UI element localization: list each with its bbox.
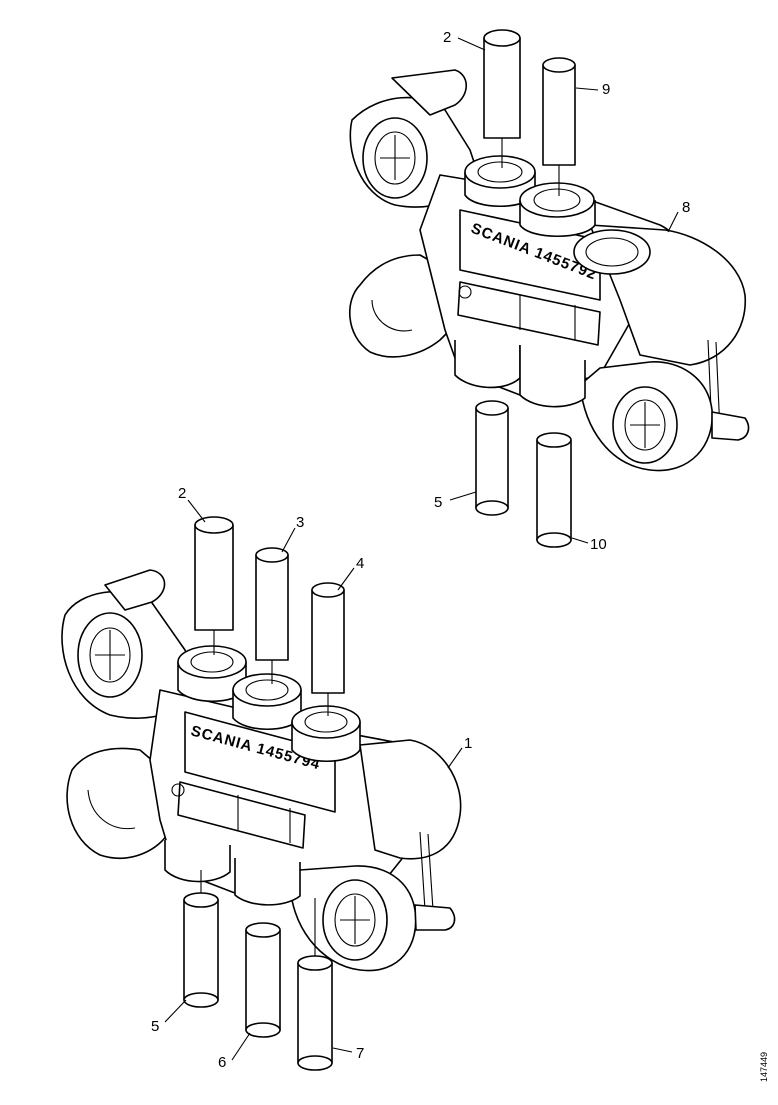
upper-pipe-10 (536, 432, 572, 548)
callout-lower-7: 7 (356, 1045, 364, 1062)
callout-upper-10: 10 (590, 536, 607, 553)
lower-pipe-6 (245, 922, 281, 1038)
callout-lower-3: 3 (296, 514, 304, 531)
upper-coupling-1 (464, 155, 536, 208)
lower-coupling-3 (291, 705, 361, 763)
lower-pipe-5 (183, 870, 219, 1008)
callout-lower-6: 6 (218, 1054, 226, 1071)
upper-valve-assembly: SCANIA 1455792 (349, 29, 750, 553)
upper-coupling-2 (519, 182, 596, 238)
upper-pipe-2 (483, 29, 521, 168)
lower-coupling-2 (232, 673, 302, 731)
callout-lower-1: 1 (464, 735, 472, 752)
callout-upper-5: 5 (434, 494, 442, 511)
upper-pipe-5 (475, 400, 509, 516)
lower-pipe-4 (311, 582, 345, 716)
callout-lower-2: 2 (178, 485, 186, 502)
lower-coupling-1 (177, 645, 247, 703)
upper-pipe-9 (542, 57, 576, 196)
callout-upper-8: 8 (682, 199, 690, 216)
lower-pipe-7 (297, 898, 333, 1071)
callout-upper-2: 2 (443, 29, 451, 46)
lower-valve-assembly: SCANIA 1455794 (61, 485, 472, 1071)
figure-reference-number: 147449 (759, 1052, 769, 1082)
callout-lower-5: 5 (151, 1018, 159, 1035)
lower-pipe-3 (255, 547, 289, 684)
lower-pipe-2 (194, 516, 234, 655)
callout-upper-9: 9 (602, 81, 610, 98)
callout-lower-4: 4 (356, 555, 364, 572)
